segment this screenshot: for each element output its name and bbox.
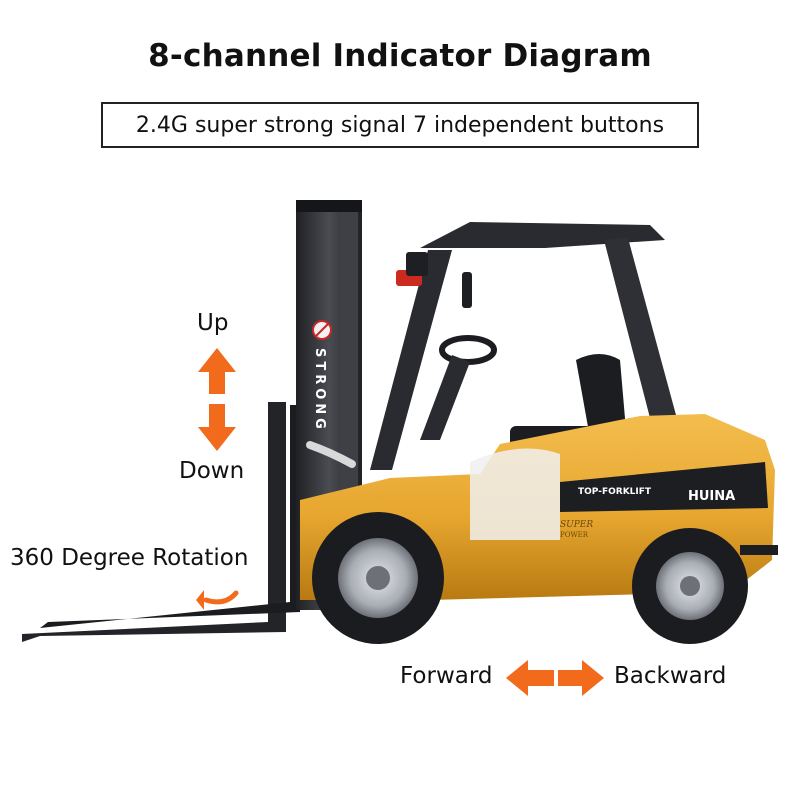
forks [22,402,300,642]
rotation-label: 360 Degree Rotation [10,545,249,571]
rear-wheel [632,528,748,644]
down-arrow-icon [198,404,236,451]
backward-label: Backward [614,663,727,689]
forward-label: Forward [400,663,493,689]
mast-strong-text: STRONG [312,348,327,433]
rotation-arrow-icon [196,590,239,610]
forward-arrow-icon [506,660,554,696]
up-arrow-icon [198,348,236,394]
overhead-guard [370,222,676,470]
subtitle-text: 2.4G super strong signal 7 independent b… [135,112,665,138]
up-label: Up [197,310,229,336]
decal-super: SUPER [560,520,593,530]
down-label: Down [179,458,245,484]
decal-power: POWER [560,531,589,539]
backward-arrow-icon [558,660,604,696]
page-title: 8-channel Indicator Diagram [148,38,652,74]
subtitle-box: 2.4G super strong signal 7 independent b… [101,102,699,148]
decal-brand: HUINA [688,489,735,504]
front-wheel [312,512,444,644]
steering-wheel [420,335,497,440]
decal-top-forklift: TOP-FORKLIFT [578,487,652,497]
